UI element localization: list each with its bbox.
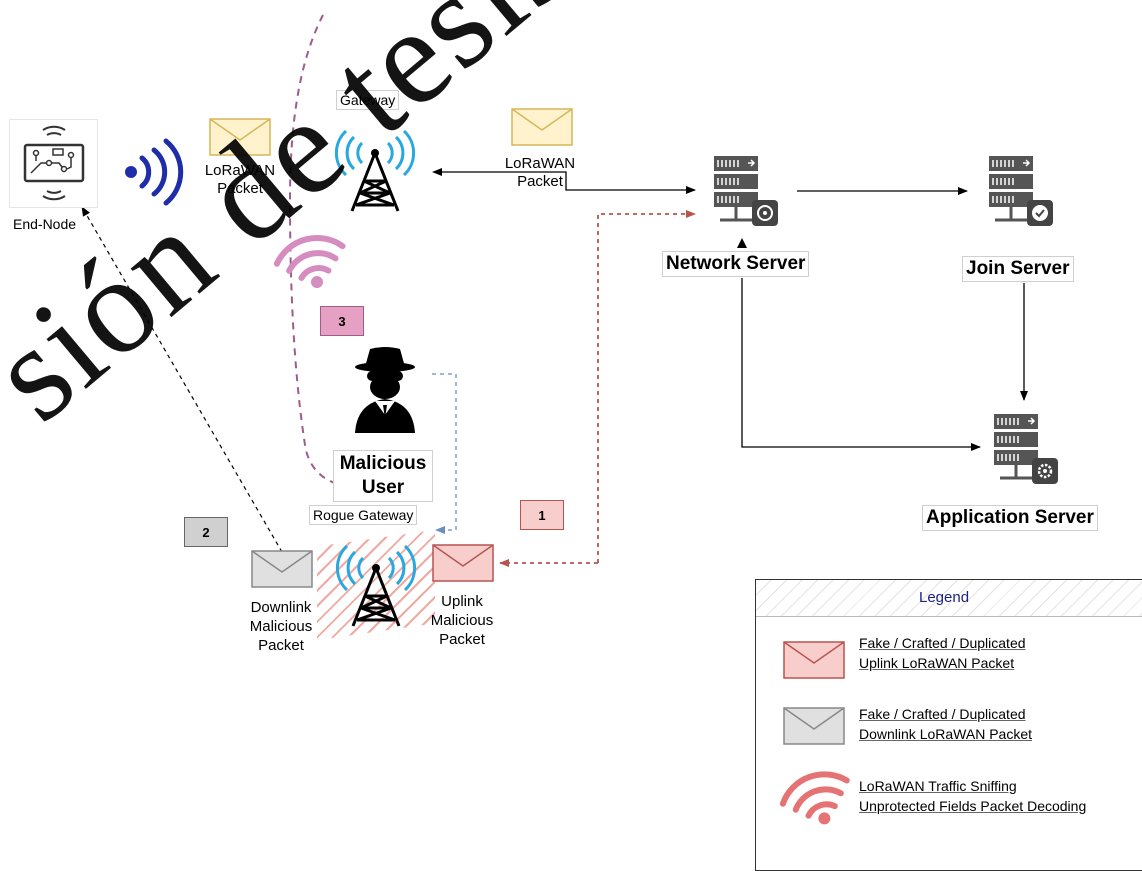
legend-uplink-envelope-icon [783,641,845,679]
gateway-label: Gateway [336,90,400,110]
network-server-icon [714,156,778,226]
lorawan-packet-label: LoRaWAN Packet [192,162,288,198]
network-server-label: Network Server [662,251,810,277]
legend-sniffing-line1: LoRaWAN Traffic Sniffing [859,778,1017,794]
network-up-arrowhead [737,238,747,248]
malicious-user-label-line1: Malicious [339,453,427,474]
lorawan-packet-2-label: LoRaWAN Packet [492,155,588,191]
legend-downlink-text: Fake / Crafted / Duplicated Downlink LoR… [859,704,1032,744]
end-node-icon [9,119,98,208]
malicious-user-label-line2: User [361,477,405,498]
gateway-arrowhead [432,168,442,176]
rogue-gateway-hatch [317,530,435,640]
join-server-icon [989,156,1053,226]
legend-downlink-line2: Downlink LoRaWAN Packet [859,726,1032,742]
uplink-packet-label: Uplink Malicious Packet [410,592,514,649]
end-node-label: End-Node [13,216,77,232]
uplink-packet-label-line2: Malicious [430,612,494,629]
lorawan-packet-2-label-line2: Packet [517,173,563,190]
user-to-rogue-line [432,373,457,534]
step-badge-3: 3 [320,306,364,336]
lorawan-packet-label-line2: Packet [217,180,263,197]
legend-downlink-envelope-icon [783,707,845,745]
rogue-gateway-label: Rogue Gateway [309,505,418,525]
lorawan-packet-2-label-line1: LoRaWAN [504,155,576,172]
end-node [9,119,98,208]
downlink-packet-label-line1: Downlink [250,599,312,616]
uplink-packet-label-line1: Uplink [441,593,483,610]
legend-header: Legend [756,580,1142,617]
downlink-packet-label-line2: Malicious [249,618,313,635]
step-badge-2: 2 [184,517,228,547]
malicious-user-icon [355,347,415,433]
network-to-application-line [741,278,981,451]
application-server-label: Application Server [922,505,1098,531]
gateway-tower-icon [334,129,416,212]
legend-sniffing-line2: Unprotected Fields Packet Decoding [859,798,1087,814]
downlink-packet-label-line3: Packet [258,637,304,654]
lorawan-packet-label-line1: LoRaWAN [204,162,276,179]
broadcast-icon [125,138,184,206]
legend-sniffing-wifi-icon [779,771,850,825]
legend-sniffing-text: LoRaWAN Traffic Sniffing Unprotected Fie… [859,776,1086,816]
legend: Legend Fake / Crafted / Duplicated Uplin… [755,579,1142,871]
step-badge-1: 1 [520,500,564,530]
downlink-attack-line [81,206,283,553]
join-server-label: Join Server [962,256,1074,282]
legend-uplink-line1: Fake / Crafted / Duplicated [859,635,1026,651]
malicious-user-label: Malicious User [333,450,433,502]
uplink-packet-envelope-icon [432,544,494,582]
application-server-icon [994,414,1058,484]
legend-title: Legend [919,589,970,606]
rogue-boundary-arc [288,14,336,484]
legend-downlink-line1: Fake / Crafted / Duplicated [859,706,1026,722]
rogue-gateway-tower-icon [335,544,417,627]
legend-uplink-text: Fake / Crafted / Duplicated Uplink LoRaW… [859,633,1026,673]
gateway-to-network-server-line [440,171,696,194]
lorawan-packet-2-envelope-icon [511,108,573,146]
downlink-packet-label: Downlink Malicious Packet [228,598,334,655]
downlink-packet-envelope-icon [251,550,313,588]
sniffing-wifi-icon [273,234,346,289]
legend-uplink-line2: Uplink LoRaWAN Packet [859,655,1015,671]
uplink-packet-label-line3: Packet [439,631,485,648]
lorawan-packet-envelope-icon [209,118,271,156]
